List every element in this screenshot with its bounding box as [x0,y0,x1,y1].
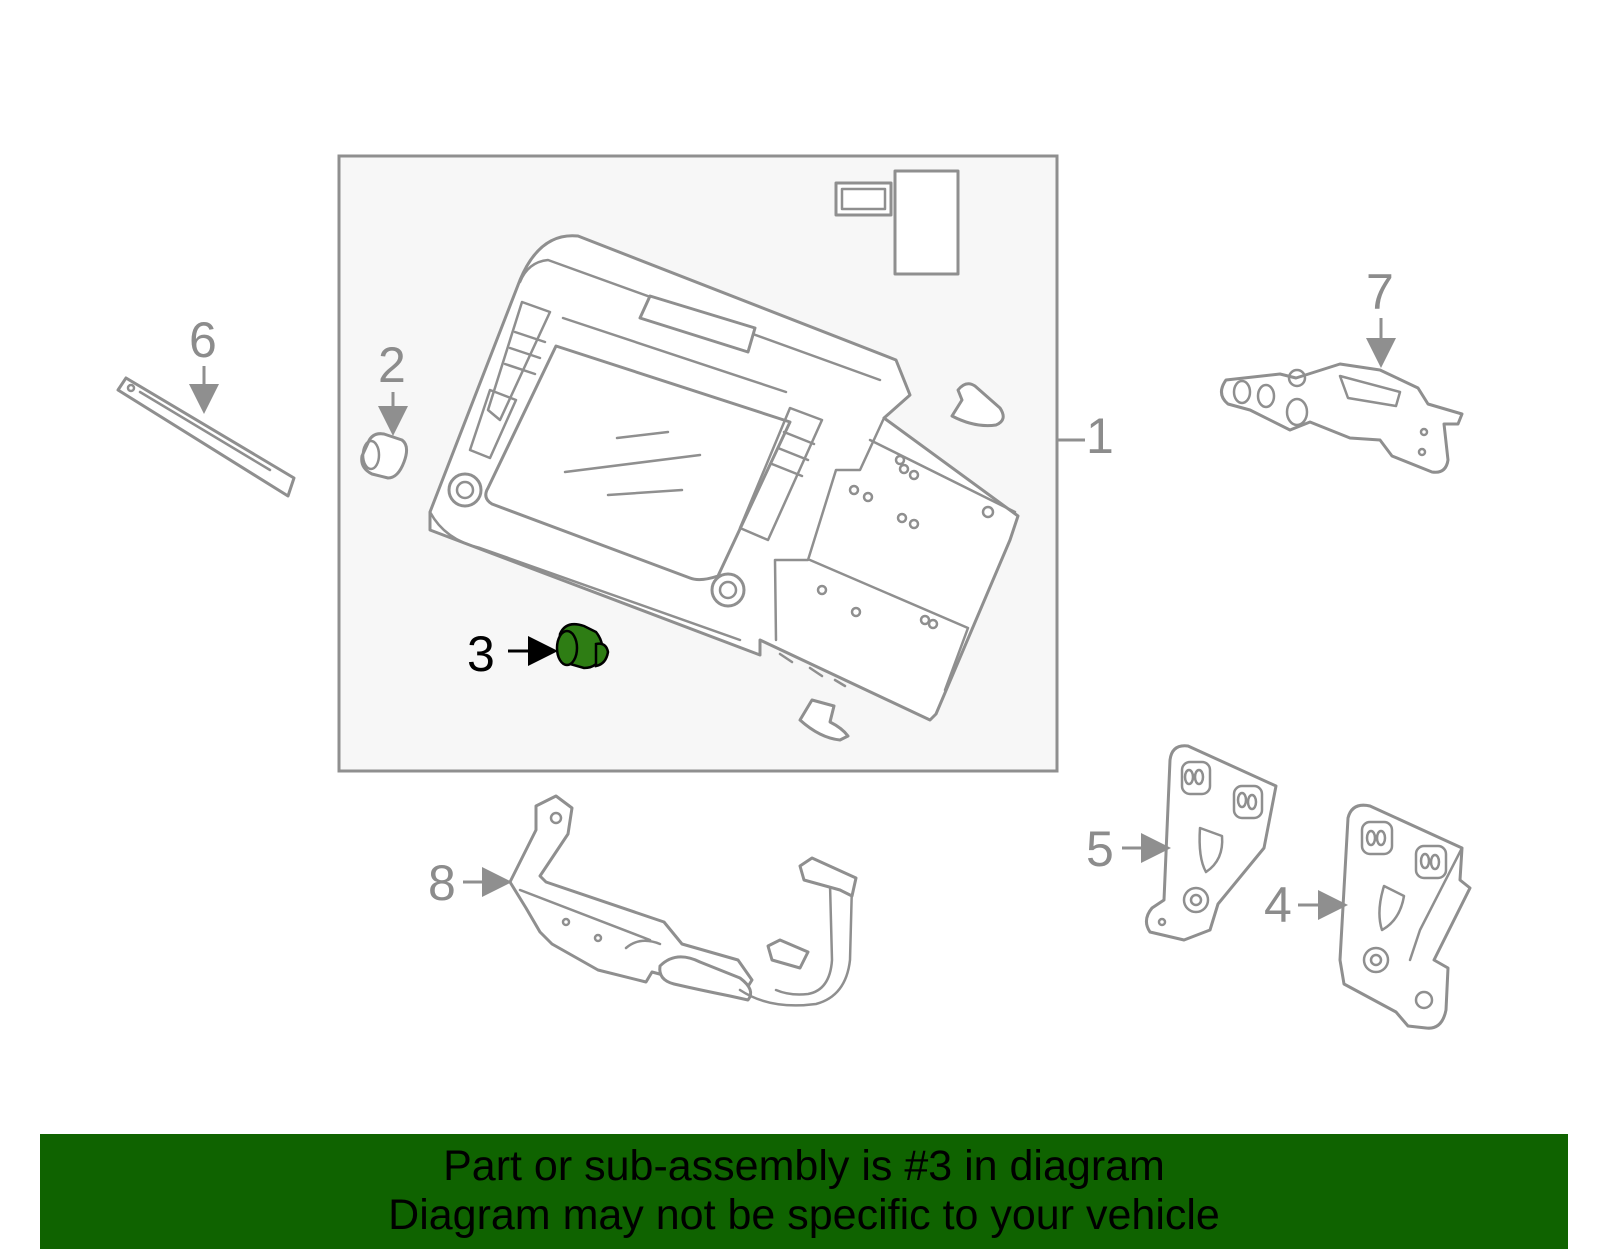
part-3-tip [594,642,610,668]
callout-3-label: 3 [467,626,495,682]
parts-diagram: 1 [116,154,1472,1030]
bracket-part-5 [1145,744,1278,942]
info-banner: Part or sub-assembly is #3 in diagram Di… [40,1134,1568,1249]
callout-2-label: 2 [378,337,406,393]
collar-part-2 [360,432,409,480]
bracket-part-8 [508,794,858,1007]
bracket-part-4 [1338,803,1472,1030]
navigation-unit [428,234,1020,722]
callout-4-label: 4 [1264,877,1292,933]
clip-upper [950,382,1005,428]
trim-strip-detail [138,390,272,472]
callout-1-label: 1 [1086,408,1114,464]
callout-6-label: 6 [189,312,217,368]
callout-5-label: 5 [1086,821,1114,877]
callout-8-label: 8 [428,855,456,911]
label-plates [834,169,960,276]
banner-line-1: Part or sub-assembly is #3 in diagram [443,1142,1165,1190]
trim-strip-hole [126,383,136,393]
callout-7-label: 7 [1366,264,1394,320]
part-3-face [555,629,579,667]
banner-line-2: Diagram may not be specific to your vehi… [388,1191,1220,1239]
highlighted-part-3 [555,623,610,670]
bracket-part-7 [1220,362,1464,474]
clip-lower [798,698,850,742]
trim-strip-part-6 [116,376,296,498]
